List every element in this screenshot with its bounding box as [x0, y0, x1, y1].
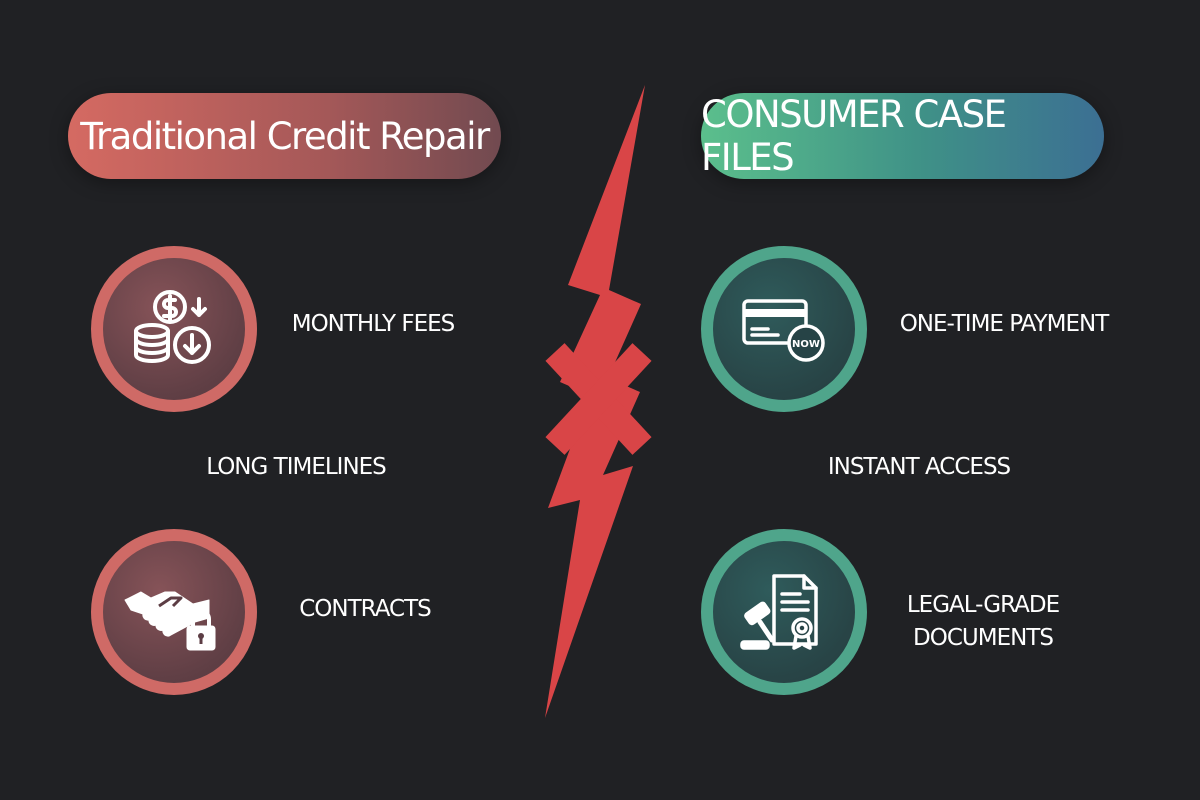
monthly-fees-label: MONTHLY FEES	[291, 311, 456, 337]
legal-grade-documents-label: LEGAL-GRADE DOCUMENTS	[888, 589, 1078, 655]
credit-card-now-icon: NOW	[701, 246, 867, 412]
one-time-payment-label: ONE-TIME PAYMENT	[899, 311, 1110, 337]
left-title-text: Traditional Credit Repair	[80, 114, 490, 158]
handshake-lock-icon	[91, 529, 257, 695]
coins-dollar-down-icon	[91, 246, 257, 412]
right-title-text: CONSUMER CASE FILES	[701, 93, 1007, 179]
gavel-certificate-icon	[701, 529, 867, 695]
contracts-label: CONTRACTS	[299, 596, 432, 622]
now-badge-text: NOW	[792, 339, 820, 350]
long-timelines-label: LONG TIMELINES	[206, 454, 387, 480]
legal-grade-line: LEGAL-GRADE	[906, 592, 1060, 618]
documents-line: DOCUMENTS	[913, 625, 1054, 651]
consumer-case-files-title: CONSUMER CASE FILES	[701, 93, 1104, 179]
traditional-credit-repair-title: Traditional Credit Repair	[68, 93, 501, 179]
instant-access-label: INSTANT ACCESS	[827, 454, 1011, 480]
